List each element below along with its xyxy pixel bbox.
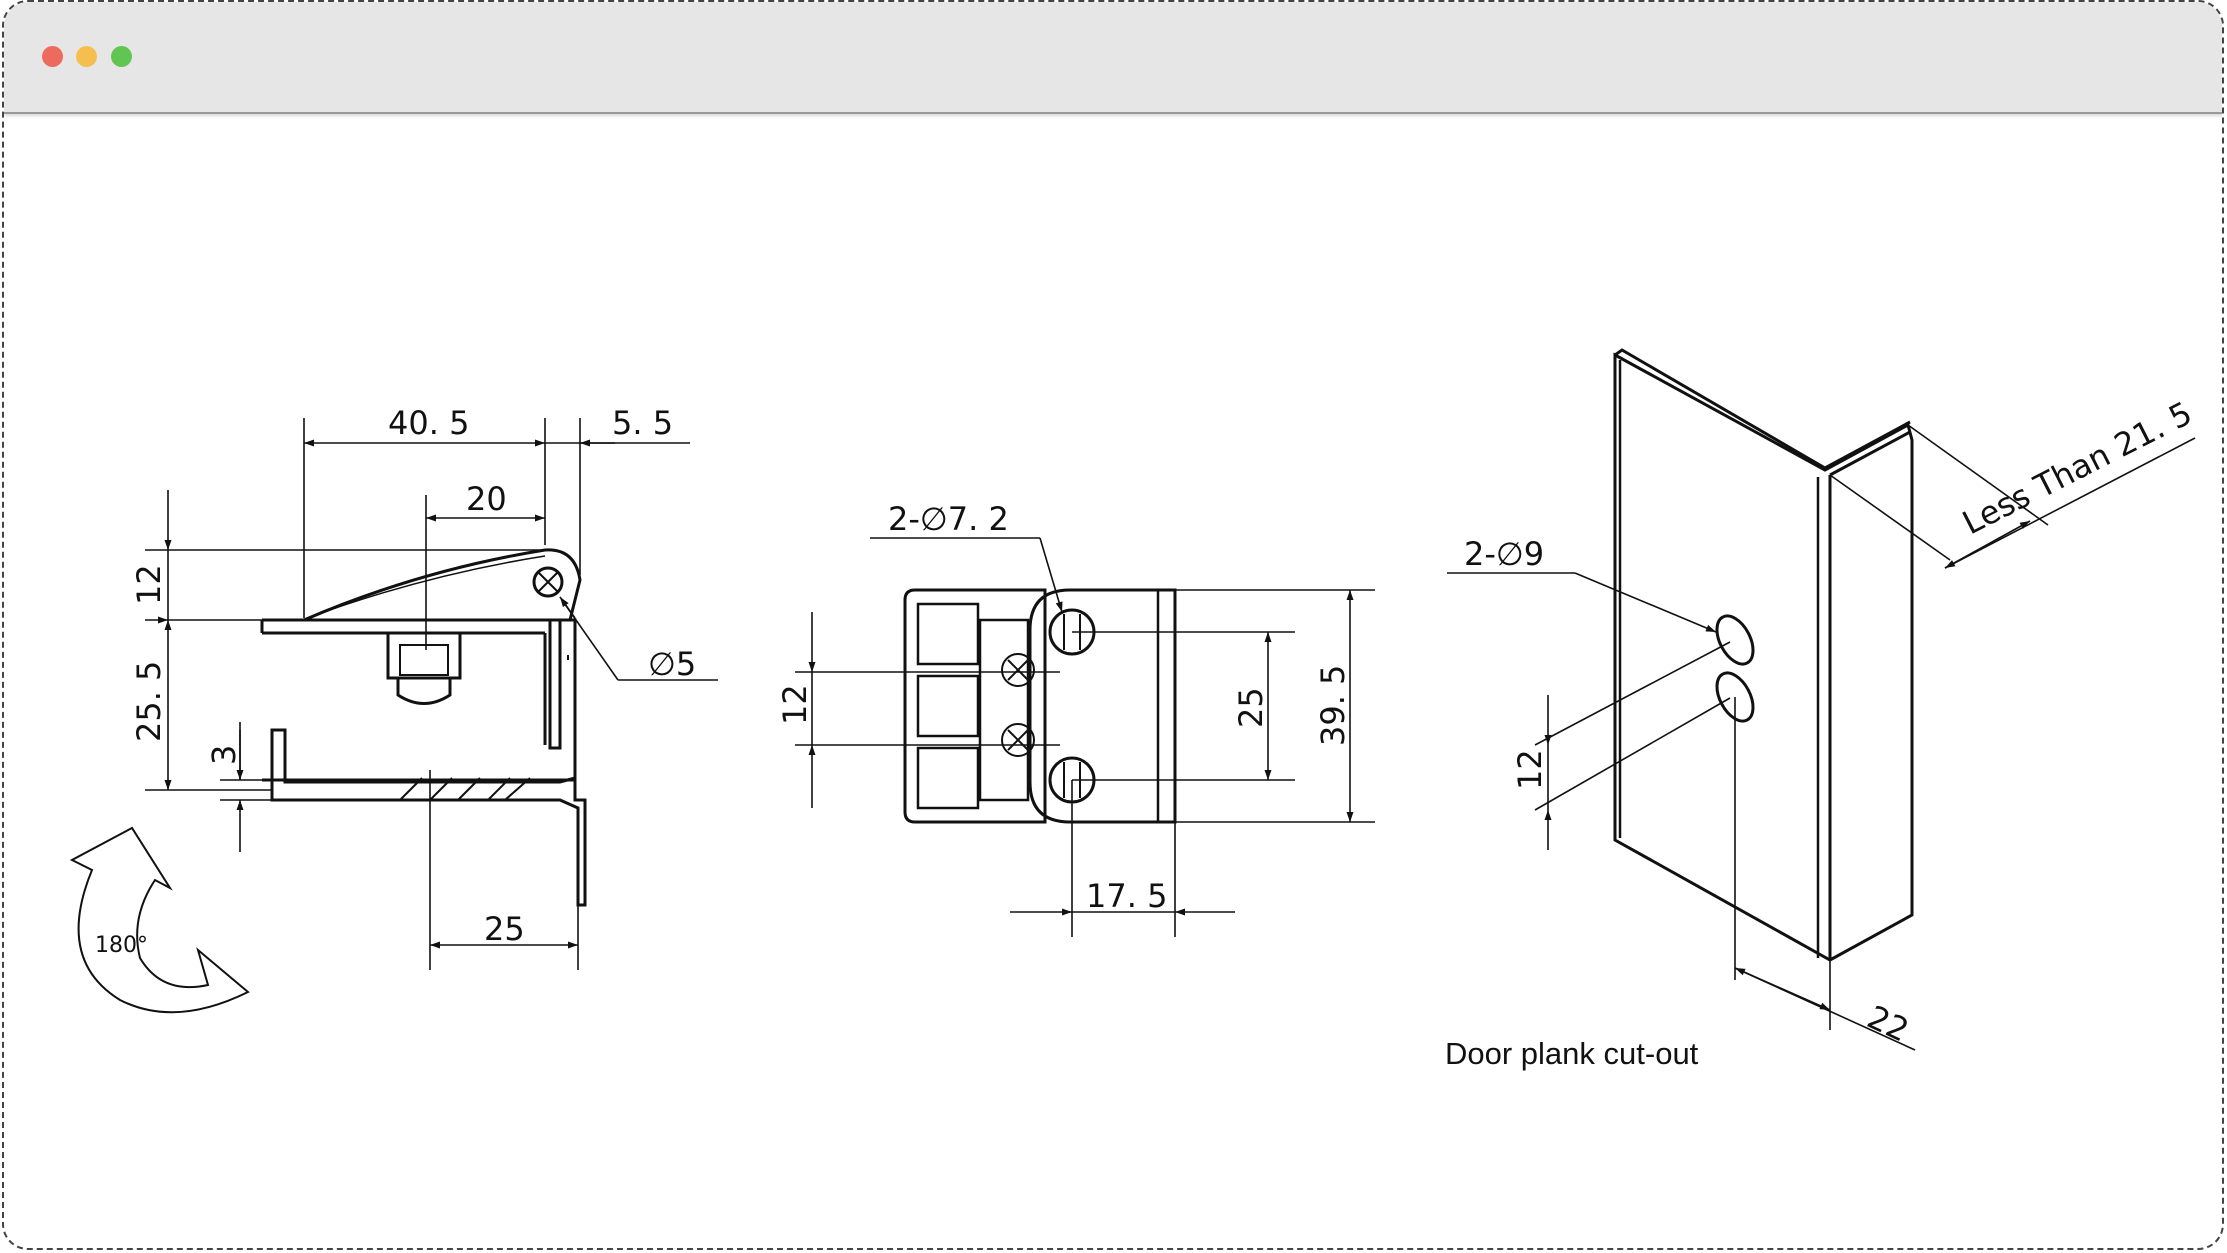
dim-12-cutout: 12 [1511, 749, 1549, 790]
front-view [903, 588, 1177, 824]
rotation-label: 180° [95, 933, 148, 958]
side-view [260, 548, 587, 907]
dim-40-5: 40. 5 [388, 404, 469, 442]
close-window-button[interactable] [42, 46, 63, 67]
minimize-window-button[interactable] [76, 46, 97, 67]
dim-25-base: 25 [484, 910, 525, 948]
front-view-dimensions [795, 537, 1375, 937]
hinge-lid [303, 548, 582, 622]
dim-5-5: 5. 5 [612, 404, 673, 442]
title-bar [4, 2, 2222, 114]
dim-hole-7-2: 2-∅7. 2 [888, 500, 1009, 538]
dim-25-5: 25. 5 [130, 661, 168, 742]
side-view-labels: 40. 5 5. 5 20 12 25. 5 3 ∅5 25 [130, 404, 696, 948]
dim-less-than-21-5: Less Than 21. 5 [1956, 394, 2198, 542]
dim-12-side: 12 [130, 564, 168, 605]
dim-hole-9: 2-∅9 [1464, 535, 1544, 573]
hinge-base-bracket [270, 728, 587, 907]
dim-20: 20 [466, 480, 507, 518]
cutout-dimensions [1447, 424, 2196, 1051]
dim-pin-dia: ∅5 [648, 645, 696, 683]
front-view-labels: 2-∅7. 2 12 25 39. 5 17. 5 [776, 500, 1352, 915]
rotation-arrow-icon [69, 826, 250, 1014]
dim-39-5: 39. 5 [1314, 665, 1352, 746]
maximize-window-button[interactable] [111, 46, 132, 67]
side-view-dimensions [145, 418, 718, 970]
door-plank [1613, 348, 1914, 962]
hinge-pin [532, 566, 564, 598]
dim-12-front: 12 [776, 684, 814, 725]
dim-3: 3 [205, 745, 243, 765]
hinge-leaf-right [1028, 588, 1177, 824]
hinge-body-left [903, 588, 1047, 824]
dim-17-5: 17. 5 [1086, 877, 1167, 915]
cutout-caption: Door plank cut-out [1445, 1036, 1699, 1071]
dim-25-front: 25 [1232, 687, 1270, 728]
dim-22: 22 [1862, 998, 1915, 1050]
